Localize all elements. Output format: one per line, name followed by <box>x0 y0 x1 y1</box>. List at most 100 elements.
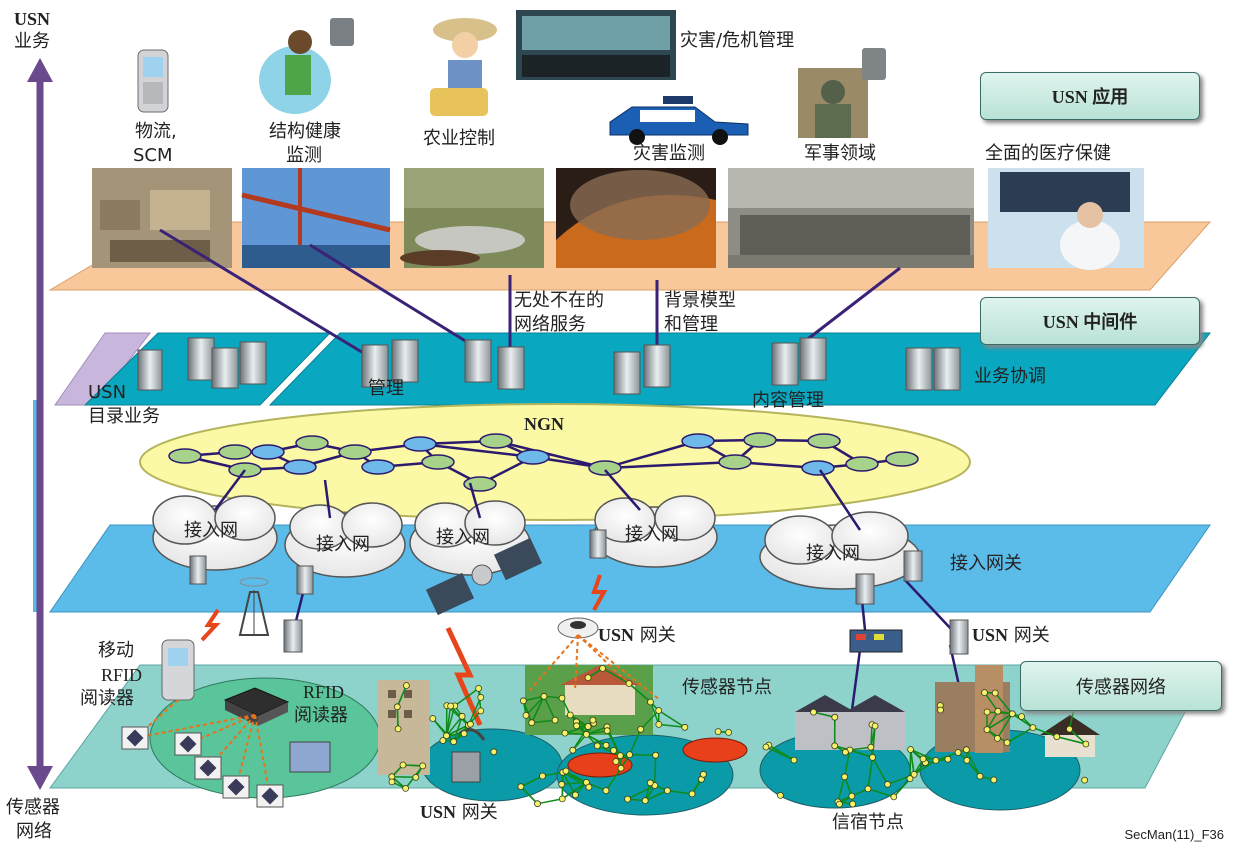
soldier-photo <box>798 48 886 138</box>
sensor-node <box>920 756 926 762</box>
sensor-node <box>963 747 969 753</box>
ngn-node <box>719 455 751 469</box>
sensor-node <box>585 675 591 681</box>
sensor-node <box>664 788 670 794</box>
access-gateway-label: 接入网关 <box>950 553 1022 575</box>
ngn-node <box>422 455 454 469</box>
sensor-node <box>535 801 541 807</box>
app-crisis-label: 灾害/危机管理 <box>680 30 794 52</box>
sensor-node <box>977 773 983 779</box>
sensor-node <box>1030 725 1036 731</box>
sensor-node <box>389 779 395 785</box>
sensor-node <box>478 708 484 714</box>
sensor-node <box>459 713 465 719</box>
sensor-node <box>563 768 569 774</box>
sensor-node <box>529 720 535 726</box>
rfid-reader-label-1: RFID <box>303 681 344 703</box>
context-model-label-2: 和管理 <box>664 314 718 336</box>
server-icon <box>498 347 524 389</box>
sensor-node <box>395 726 401 732</box>
sensor-node <box>647 780 653 786</box>
sensor-node <box>715 729 721 735</box>
access-network-label-4: 接入网 <box>625 524 679 546</box>
sensor-node <box>682 724 688 730</box>
ngn-node <box>219 445 251 459</box>
server-icon <box>772 343 798 385</box>
ngn-node <box>886 452 918 466</box>
sensor-node <box>907 776 913 782</box>
sensor-node <box>648 699 654 705</box>
mobile-rfid-label-3: 阅读器 <box>80 688 134 710</box>
sensor-node <box>656 721 662 727</box>
app-structural-label-1: 结构健康 <box>269 121 341 143</box>
sensor-link <box>655 755 656 785</box>
sensor-node <box>1082 777 1088 783</box>
sensor-node <box>1009 711 1015 717</box>
sensor-node <box>478 694 484 700</box>
ngn-node <box>682 434 714 448</box>
sensor-link <box>630 755 656 756</box>
sensor-node <box>1054 734 1060 740</box>
access-network-label-2: 接入网 <box>316 534 370 556</box>
server-icon <box>188 338 214 380</box>
ngn-node <box>744 433 776 447</box>
sensor-node <box>726 729 732 735</box>
ngn-node <box>296 436 328 450</box>
sensor-node <box>461 731 467 737</box>
sensor-node <box>992 690 998 696</box>
management-label: 管理 <box>368 378 404 400</box>
service-coordination-label: 业务协调 <box>974 366 1046 388</box>
sensor-node <box>938 707 944 713</box>
ngn-node <box>808 434 840 448</box>
sensor-node <box>836 801 842 807</box>
sensor-node <box>1004 740 1010 746</box>
server-icon <box>138 350 162 390</box>
axis-arrow-top <box>27 58 53 82</box>
sensor-node <box>811 709 817 715</box>
context-model-label-1: 背景模型 <box>664 290 736 312</box>
sensor-node <box>791 757 797 763</box>
sensor-node <box>603 788 609 794</box>
server-icon <box>190 556 206 584</box>
server-icon <box>297 566 313 594</box>
sensor-node <box>945 756 951 762</box>
ngn-node <box>284 460 316 474</box>
ngn-node <box>252 445 284 459</box>
sensor-node <box>570 747 576 753</box>
ngn-node <box>802 461 834 475</box>
sensor-node <box>868 744 874 750</box>
app-agriculture-label: 农业控制 <box>423 128 495 150</box>
worker-figure-icon <box>259 18 354 114</box>
server-icon <box>644 345 670 387</box>
server-icon <box>392 340 418 382</box>
server-icon <box>240 342 266 384</box>
server-icon <box>590 530 606 558</box>
ubiquitous-service-label-1: 无处不在的 <box>514 290 604 312</box>
sensor-node <box>491 749 497 755</box>
sensor-node <box>585 724 591 730</box>
server-icon <box>614 352 640 394</box>
server-icon <box>856 574 874 604</box>
sensor-node <box>567 712 573 718</box>
sensor-node <box>420 763 426 769</box>
sensor-node <box>600 665 606 671</box>
sensor-node <box>994 735 1000 741</box>
usn-application-box: USN 应用 <box>980 72 1200 120</box>
axis-top-label-2: 业务 <box>14 31 50 53</box>
sensor-node <box>590 717 596 723</box>
app-logistics-label-1: 物流, <box>135 121 177 143</box>
sensor-node <box>617 753 623 759</box>
axis-top-label-1: USN <box>14 8 50 30</box>
sensor-node <box>964 757 970 763</box>
sensor-link <box>392 777 416 778</box>
building-photo <box>378 680 430 775</box>
app-healthcare-label: 全面的医疗保健 <box>985 143 1111 165</box>
directory-label-2: 目录业务 <box>88 406 160 428</box>
figure-id: SecMan(11)_F36 <box>1125 827 1224 842</box>
sensor-node <box>430 716 436 722</box>
ngn-node <box>517 450 549 464</box>
sensor-node <box>604 728 610 734</box>
sensor-node <box>638 726 644 732</box>
usn-gateway-label-3: USN 网关 <box>420 801 498 824</box>
mobile-rfid-reader-icon <box>162 640 194 700</box>
